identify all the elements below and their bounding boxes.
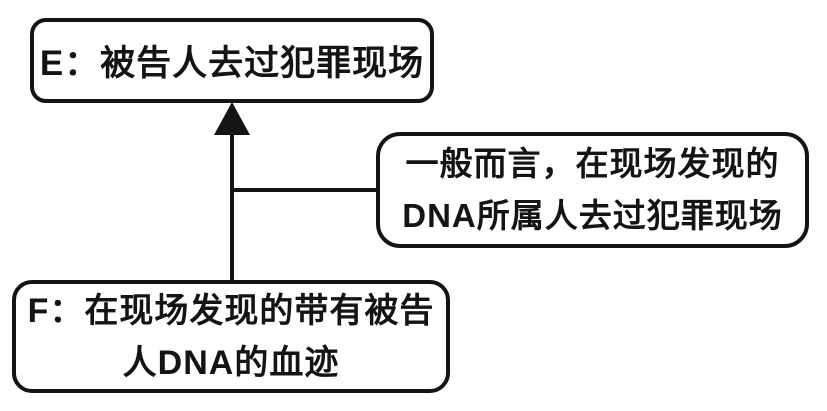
- node-e-claim: E：被告人去过犯罪现场: [30, 18, 434, 103]
- node-f-evidence: F：在现场发现的带有被告 人DNA的血迹: [12, 280, 450, 393]
- node-warrant: 一般而言，在现场发现的 DNA所属人去过犯罪现场: [376, 132, 809, 248]
- arrow-shaft-line: [230, 128, 234, 282]
- node-f-line1: F：在现场发现的带有被告: [27, 291, 435, 330]
- node-warrant-line2: DNA所属人去过犯罪现场: [402, 197, 783, 234]
- warrant-connector-line: [232, 188, 378, 192]
- node-e-label: E：被告人去过犯罪现场: [39, 44, 425, 83]
- node-f-line2: 人DNA的血迹: [122, 343, 340, 382]
- node-warrant-line1: 一般而言，在现场发现的: [405, 145, 780, 182]
